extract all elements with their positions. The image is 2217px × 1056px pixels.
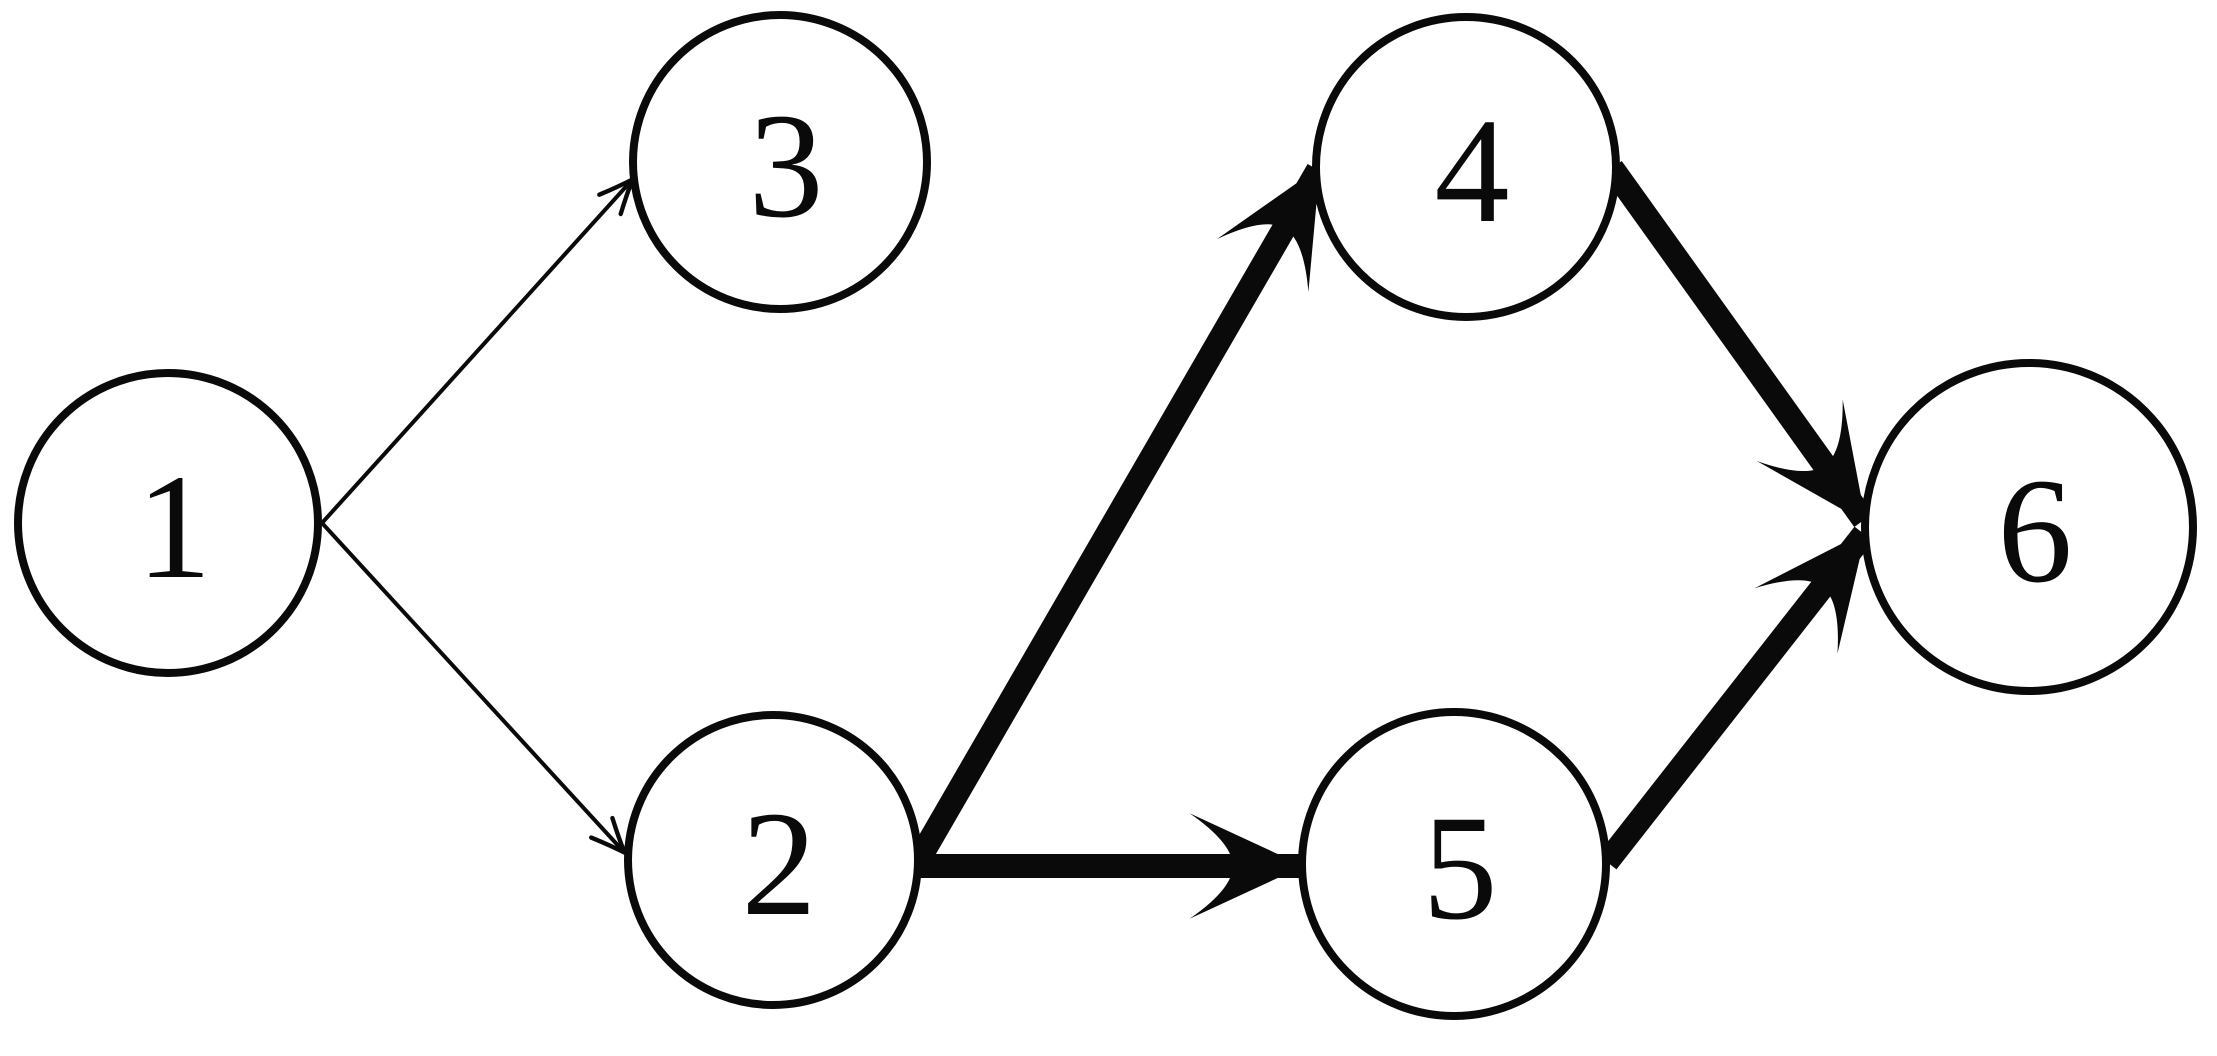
node-5: 5 (1298, 708, 1610, 1020)
node-2: 2 (624, 711, 922, 1009)
node-1: 1 (14, 369, 322, 677)
edge-2-4-arrow (907, 163, 1329, 868)
node-circle-4 (1312, 13, 1620, 321)
node-label-2: 2 (742, 781, 817, 947)
edge-layer (320, 161, 1874, 919)
node-circle-1 (14, 369, 322, 677)
edge-4-6-arrow (1602, 161, 1874, 527)
node-4: 4 (1312, 13, 1620, 321)
node-circle-6 (1861, 359, 2197, 695)
edge-5-6-arrow (1597, 526, 1874, 870)
edge-1-3-arrow (320, 180, 632, 525)
node-label-6: 6 (1998, 448, 2073, 614)
node-label-1: 1 (137, 444, 212, 610)
node-6: 6 (1861, 359, 2197, 695)
node-label-5: 5 (1423, 785, 1498, 951)
node-label-3: 3 (749, 83, 824, 249)
node-circle-5 (1298, 708, 1610, 1020)
node-label-4: 4 (1435, 88, 1510, 254)
node-layer: 1 2 3 4 5 6 (14, 11, 2197, 1020)
node-circle-3 (629, 11, 931, 313)
node-circle-2 (624, 711, 922, 1009)
edge-1-2-arrow (320, 521, 624, 852)
node-3: 3 (629, 11, 931, 313)
